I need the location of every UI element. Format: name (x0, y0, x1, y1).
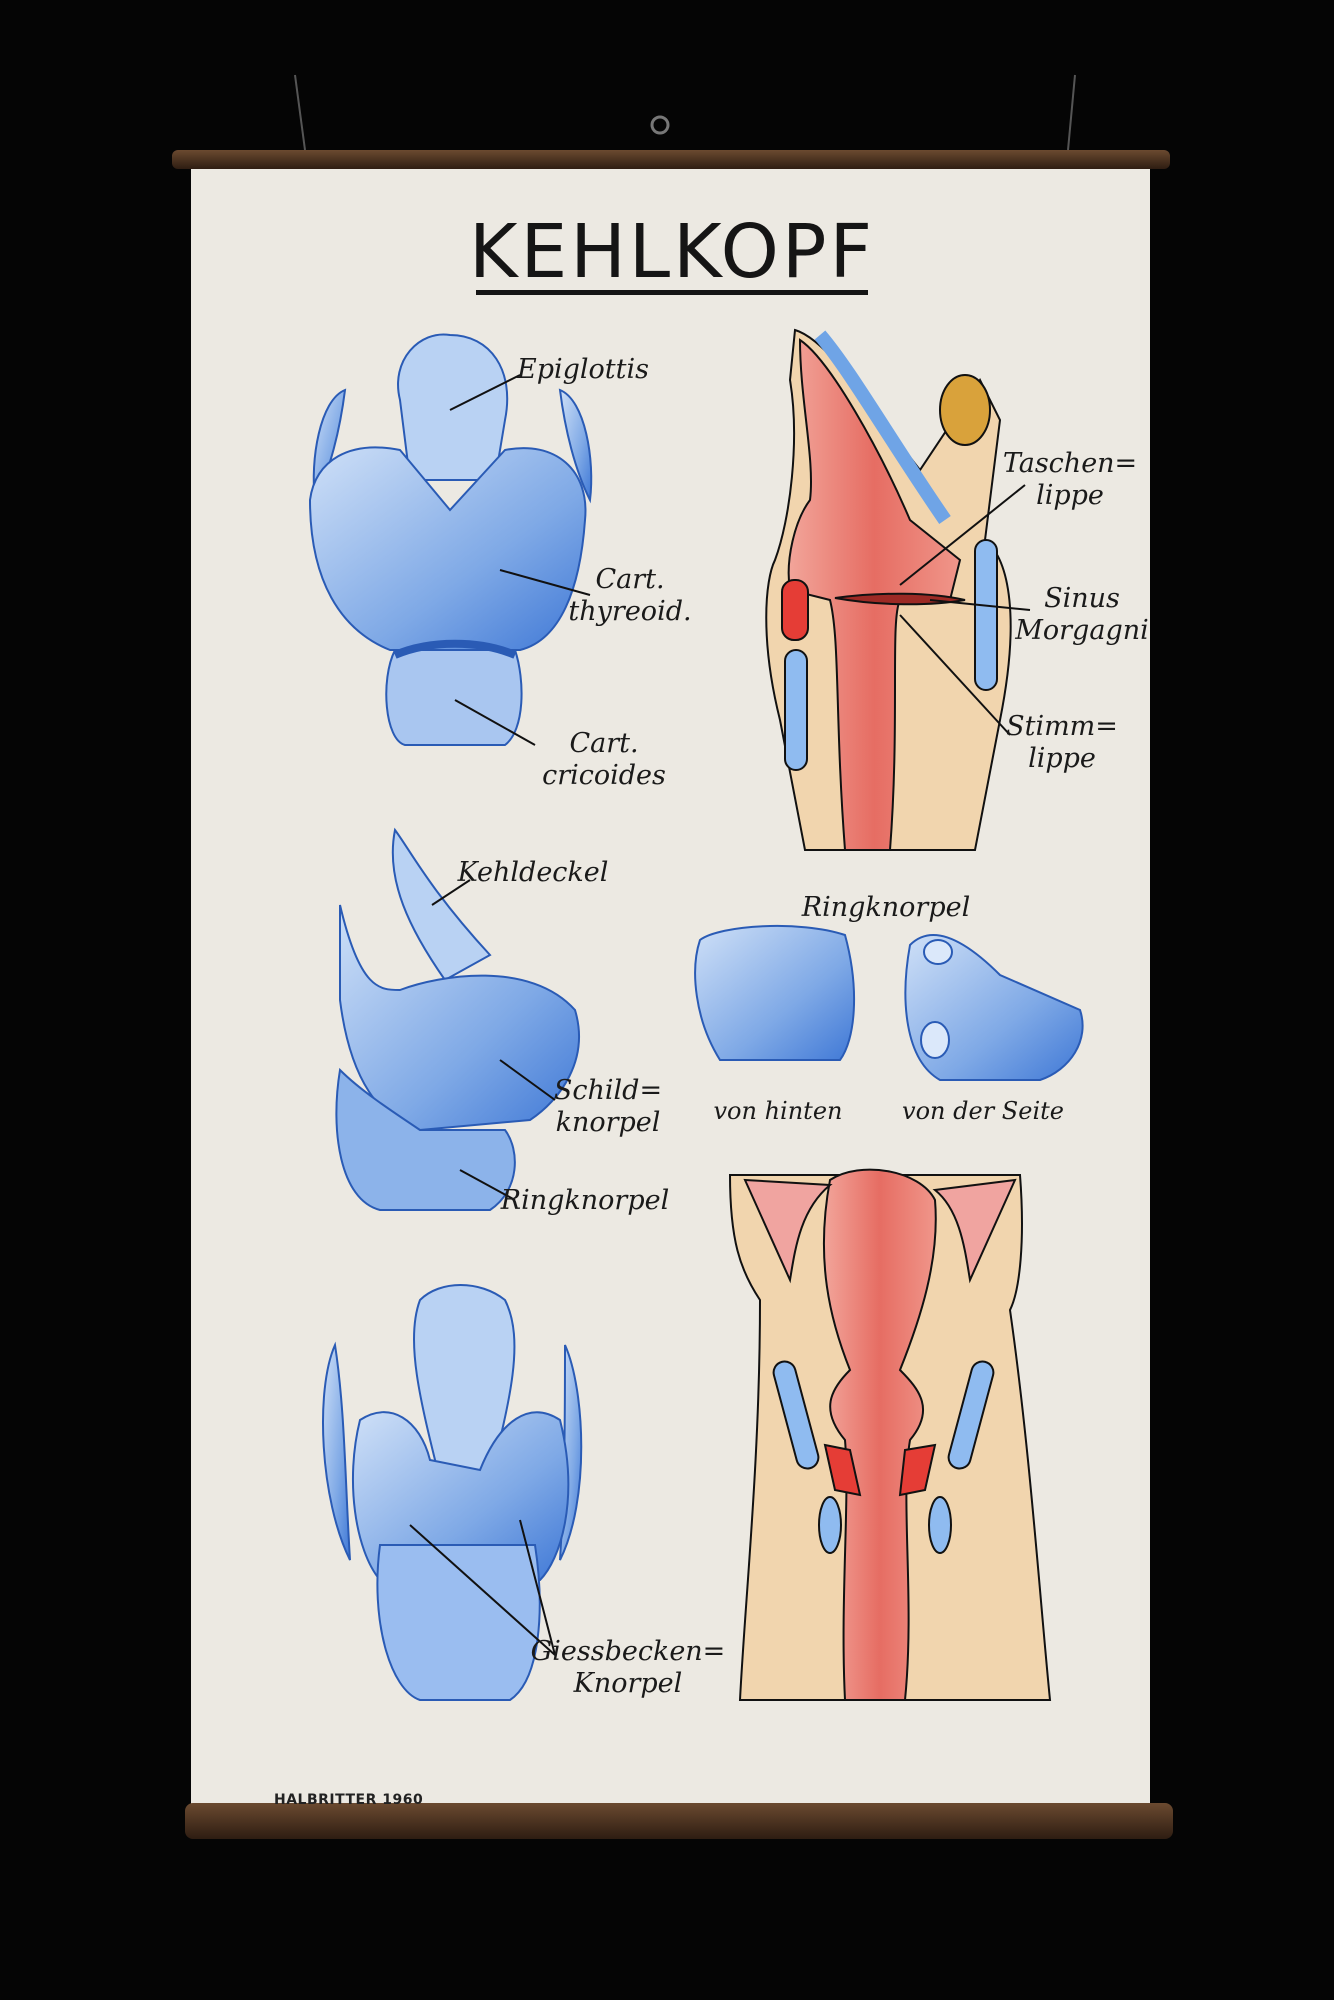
leader-lines-5 (409, 1519, 556, 1656)
label-line: lippe (1028, 743, 1096, 774)
label-line: Schild= (553, 1075, 663, 1106)
label-kehldeckel: Kehldeckel (457, 857, 609, 888)
label-cart-cricoides: Cart.cricoides (542, 728, 666, 792)
bottom-rod (185, 1803, 1173, 1839)
label-line: Sinus (1044, 583, 1120, 614)
label-line: Taschen= (1002, 448, 1138, 479)
label-taschenlippe: Taschen=lippe (1003, 448, 1137, 512)
label-cart-thyreoid: Cart.thyreoid. (568, 564, 691, 628)
label-line: Cart. (595, 564, 665, 595)
top-rod (172, 150, 1170, 169)
label-von-der-seite: von der Seite (902, 1097, 1064, 1125)
leader-lines-3 (431, 879, 556, 1201)
cricoid-back-view (694, 924, 856, 1061)
label-ringknorpel-heading: Ringknorpel (801, 892, 971, 923)
poster-title: KEHLKOPF (468, 209, 876, 295)
larynx-back-view (322, 1284, 583, 1701)
label-stimmlippe: Stimm=lippe (1006, 711, 1118, 775)
label-giessbecken-knorpel: Giessbecken=Knorpel (531, 1636, 726, 1700)
label-line: Giessbecken= (530, 1636, 726, 1667)
title-underline (476, 290, 868, 295)
larynx-frontal-section (765, 328, 1012, 851)
hanging-hook (294, 74, 1076, 151)
label-line: Stimm= (1006, 711, 1118, 742)
larynx-coronal-section (728, 1168, 1052, 1701)
label-line: Knorpel (573, 1668, 683, 1699)
label-line: lippe (1036, 480, 1104, 511)
label-line: cricoides (542, 760, 666, 791)
label-schildknorpel: Schild=knorpel (554, 1075, 662, 1139)
leader-lines-1 (449, 374, 591, 746)
label-ringknorpel: Ringknorpel (500, 1185, 670, 1216)
label-epiglottis: Epiglottis (517, 354, 649, 385)
cricoid-side-view (904, 934, 1084, 1081)
label-line: thyreoid. (568, 596, 692, 627)
label-line: Morgagni (1015, 615, 1149, 646)
label-line: Cart. (569, 728, 639, 759)
larynx-front-view (308, 333, 593, 746)
label-line: knorpel (555, 1107, 661, 1138)
leader-lines-2 (899, 484, 1031, 736)
author-credit: HALBRITTER 1960 (274, 1792, 424, 1808)
label-von-hinten: von hinten (713, 1097, 843, 1125)
